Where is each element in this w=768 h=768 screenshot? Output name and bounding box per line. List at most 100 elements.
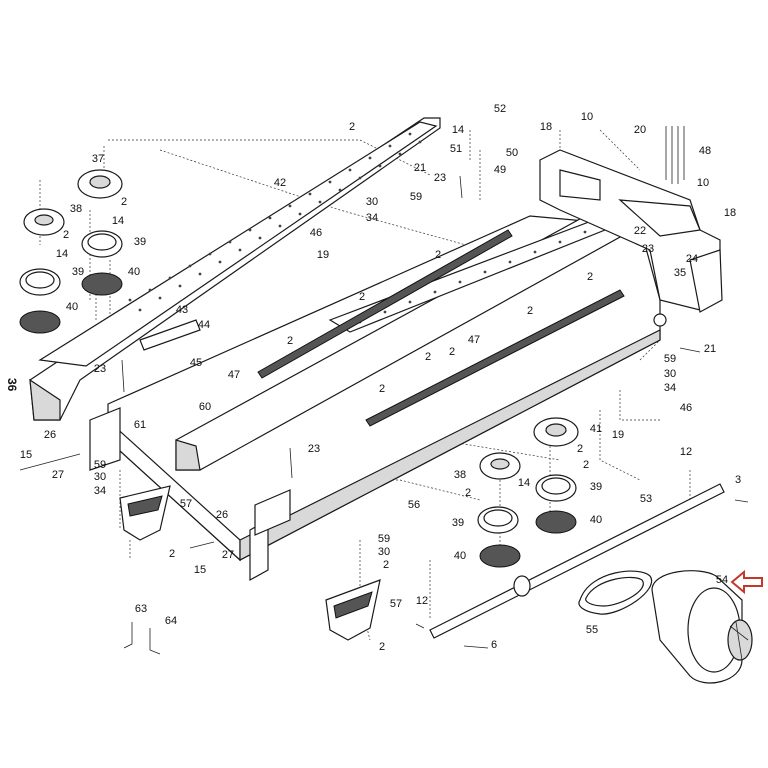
part-label: 30 — [378, 546, 390, 558]
part-label: 2 — [449, 346, 455, 358]
part-label: 51 — [450, 143, 462, 155]
part-label: 22 — [634, 225, 646, 237]
right-rail-footgrip-holes — [358, 220, 612, 324]
part-label: 37 — [92, 153, 104, 165]
part-label: 64 — [165, 615, 177, 627]
part-label: 10 — [581, 111, 593, 123]
part-label: 43 — [176, 304, 188, 316]
part-label: 60 — [199, 401, 211, 413]
drive-components — [429, 483, 753, 684]
part-label: 59 — [378, 533, 390, 545]
part-label: 21 — [414, 162, 426, 174]
treadmill-base-frame — [89, 215, 661, 582]
part-label: 10 — [697, 177, 709, 189]
part-label: 14 — [112, 215, 124, 227]
part-label: 21 — [704, 343, 716, 355]
part-label: 19 — [317, 249, 329, 261]
part-label: 30 — [366, 196, 378, 208]
page-side-number: 36 — [5, 378, 19, 392]
part-label: 52 — [494, 103, 506, 115]
part-label: 27 — [52, 469, 64, 481]
part-label: 40 — [66, 301, 78, 313]
part-label: 2 — [425, 351, 431, 363]
part-label: 2 — [583, 459, 589, 471]
part-label: 2 — [435, 249, 441, 261]
part-label: 44 — [198, 319, 210, 331]
part-label: 35 — [674, 267, 686, 279]
part-label: 26 — [44, 429, 56, 441]
front-motor-hood — [539, 149, 723, 327]
part-label: 2 — [169, 548, 175, 560]
part-label: 46 — [680, 402, 692, 414]
part-label: 48 — [699, 145, 711, 157]
highlight-arrow-icon — [730, 569, 763, 595]
part-label: 47 — [228, 369, 240, 381]
part-label: 23 — [94, 363, 106, 375]
left-rail-footgrip-holes — [128, 132, 422, 312]
part-label: 50 — [506, 147, 518, 159]
part-label: 57 — [390, 598, 402, 610]
part-label: 34 — [366, 212, 378, 224]
part-label: 2 — [379, 641, 385, 653]
part-label: 39 — [72, 266, 84, 278]
part-label: 14 — [518, 477, 530, 489]
part-label: 54 — [716, 574, 728, 586]
part-label: 57 — [180, 498, 192, 510]
hardware-bolts — [19, 175, 749, 649]
part-label: 47 — [468, 334, 480, 346]
part-label: 53 — [640, 493, 652, 505]
part-label: 2 — [383, 559, 389, 571]
part-label: 46 — [310, 227, 322, 239]
part-label: 2 — [587, 271, 593, 283]
part-label: 30 — [94, 471, 106, 483]
part-label: 40 — [590, 514, 602, 526]
part-label: 61 — [134, 419, 146, 431]
part-label: 27 — [222, 549, 234, 561]
part-label: 23 — [434, 172, 446, 184]
rear-endcaps — [119, 485, 381, 641]
part-label: 45 — [190, 357, 202, 369]
part-label: 14 — [452, 124, 464, 136]
part-label: 3 — [735, 474, 741, 486]
part-label: 24 — [686, 253, 698, 265]
part-label: 30 — [664, 368, 676, 380]
part-label: 38 — [70, 203, 82, 215]
part-label: 63 — [135, 603, 147, 615]
part-label: 12 — [680, 446, 692, 458]
part-label: 12 — [416, 595, 428, 607]
part-label: 15 — [194, 564, 206, 576]
part-label: 26 — [216, 509, 228, 521]
part-label: 39 — [134, 236, 146, 248]
part-label: 40 — [454, 550, 466, 562]
part-label: 2 — [577, 443, 583, 455]
part-label: 34 — [664, 382, 676, 394]
part-label: 6 — [491, 639, 497, 651]
part-label: 20 — [634, 124, 646, 136]
part-label: 40 — [128, 266, 140, 278]
part-label: 56 — [408, 499, 420, 511]
part-label: 59 — [410, 191, 422, 203]
part-label: 18 — [540, 121, 552, 133]
part-label: 2 — [359, 291, 365, 303]
part-label: 38 — [454, 469, 466, 481]
part-label: 2 — [379, 383, 385, 395]
part-label: 15 — [20, 449, 32, 461]
part-label: 2 — [63, 229, 69, 241]
left-side-rail — [29, 117, 441, 421]
part-label: 59 — [94, 459, 106, 471]
part-label: 39 — [590, 481, 602, 493]
part-label: 14 — [56, 248, 68, 260]
part-label: 23 — [308, 443, 320, 455]
part-label: 23 — [642, 243, 654, 255]
part-label: 2 — [465, 487, 471, 499]
part-label: 41 — [590, 423, 602, 435]
part-label: 2 — [349, 121, 355, 133]
part-label: 18 — [724, 207, 736, 219]
hex-keys — [123, 622, 161, 655]
part-label: 39 — [452, 517, 464, 529]
right-foot-cushion-stack — [477, 417, 579, 568]
part-label: 49 — [494, 164, 506, 176]
part-label: 55 — [586, 624, 598, 636]
tie-wraps — [665, 126, 685, 184]
